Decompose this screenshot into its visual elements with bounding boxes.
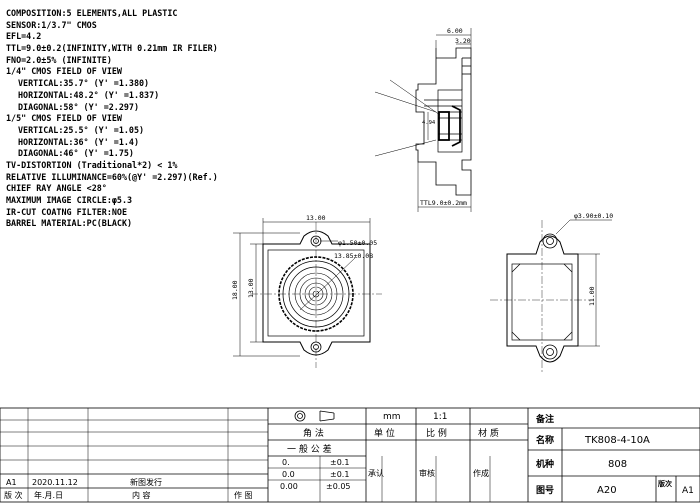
material-label: 材 质 bbox=[478, 427, 499, 439]
spec-line: HORIZONTAL:36° (Y' =1.4) bbox=[18, 136, 140, 147]
spec-line: IR-CUT COATNG FILTER:NOE bbox=[6, 206, 128, 217]
name-label: 名称 bbox=[536, 434, 554, 446]
side-view bbox=[374, 28, 472, 212]
rear-height-dim: 11.00 bbox=[588, 286, 596, 306]
model-label: 机种 bbox=[536, 458, 554, 470]
make-label: 作成 bbox=[473, 468, 489, 478]
hdr-date: 年.月.日 bbox=[34, 490, 63, 500]
drawing-no-value: A20 bbox=[597, 485, 617, 496]
title-block bbox=[0, 407, 700, 503]
ttl-dim: TTL9.0±0.2mm bbox=[420, 199, 467, 207]
front-width-dim: 13.00 bbox=[306, 214, 326, 222]
side-inner-dim: 3.20 bbox=[455, 37, 471, 45]
spec-line: FNO=2.0±5% (INFINITE) bbox=[6, 54, 112, 65]
tolerance-label: 一 般 公 差 bbox=[287, 443, 332, 455]
hdr-content: 内 容 bbox=[132, 490, 151, 500]
spec-line: COMPOSITION:5 ELEMENTS,ALL PLASTIC bbox=[6, 8, 178, 18]
spec-line: 1/4" CMOS FIELD OF VIEW bbox=[6, 66, 122, 77]
spec-line: VERTICAL:35.7° (Y' =1.380) bbox=[18, 78, 150, 89]
side-dia-dim: 4.94 bbox=[422, 120, 436, 126]
spec-line: HORIZONTAL:48.2° (Y' =1.837) bbox=[18, 89, 160, 100]
spec-line: RELATIVE ILLUMINANCE=60%(@Y' =2.297)(Ref… bbox=[6, 171, 218, 182]
spec-line: DIAGONAL:46° (Y' =1.75) bbox=[18, 148, 134, 159]
spec-line: CHIEF RAY ANGLE <28° bbox=[6, 183, 107, 194]
angle-label: 角 法 bbox=[303, 427, 324, 439]
unit-value: mm bbox=[383, 412, 401, 422]
tol-val-2: ±0.05 bbox=[326, 482, 351, 491]
spec-line: TV-DISTORTION (Traditional*2) < 1% bbox=[6, 159, 178, 170]
front-height-dim: 18.00 bbox=[231, 280, 239, 300]
tol-val-0: ±0.1 bbox=[330, 458, 349, 467]
spec-line: SENSOR:1/3.7" CMOS bbox=[6, 19, 97, 30]
tol-prec-1: 0.0 bbox=[282, 470, 295, 479]
rear-view bbox=[490, 219, 612, 374]
hdr-author: 作 图 bbox=[234, 490, 253, 500]
version-label: 版次 bbox=[658, 479, 672, 488]
rev-version: A1 bbox=[6, 478, 17, 487]
tol-prec-0: 0. bbox=[282, 458, 290, 467]
version-value: A1 bbox=[682, 486, 694, 496]
spec-line: DIAGONAL:58° (Y' =2.297) bbox=[18, 101, 140, 112]
front-view bbox=[233, 218, 382, 368]
model-value: 808 bbox=[608, 459, 627, 470]
tol-val-1: ±0.1 bbox=[330, 470, 349, 479]
unit-label: 单 位 bbox=[374, 427, 395, 439]
scale-label: 比 例 bbox=[426, 427, 447, 439]
barrel-dia-dim: 13.85±0.08 bbox=[334, 252, 373, 260]
spec-line: EFL=4.2 bbox=[6, 31, 42, 42]
remark-label: 备注 bbox=[535, 413, 554, 425]
name-value: TK808-4-10A bbox=[584, 435, 650, 446]
hole-dia-dim: φ1.50±0.05 bbox=[338, 239, 377, 247]
drawing-no-label: 图号 bbox=[536, 485, 554, 496]
side-width-dim: 6.00 bbox=[447, 27, 463, 35]
spec-line: VERTICAL:25.5° (Y' =1.05) bbox=[18, 124, 145, 135]
front-inner-dim: 13.00 bbox=[247, 278, 255, 298]
check-label: 承认 bbox=[368, 468, 384, 478]
spec-line: TTL=9.0±0.2(INFINITY,WITH 0.21mm IR FILE… bbox=[6, 43, 218, 54]
spec-line: MAXIMUM IMAGE CIRCLE:φ5.3 bbox=[6, 195, 133, 205]
spec-line: 1/5" CMOS FIELD OF VIEW bbox=[6, 113, 122, 124]
spec-line: BARREL MATERIAL:PC(BLACK) bbox=[6, 218, 133, 229]
rear-hole-dim: φ3.90±0.10 bbox=[574, 212, 613, 220]
rev-date: 2020.11.12 bbox=[32, 478, 78, 487]
scale-value: 1:1 bbox=[433, 412, 447, 422]
hdr-version: 版 次 bbox=[4, 490, 23, 500]
review-label: 审核 bbox=[419, 468, 435, 478]
tol-prec-2: 0.00 bbox=[280, 482, 298, 491]
rev-content: 新图发行 bbox=[130, 477, 162, 487]
